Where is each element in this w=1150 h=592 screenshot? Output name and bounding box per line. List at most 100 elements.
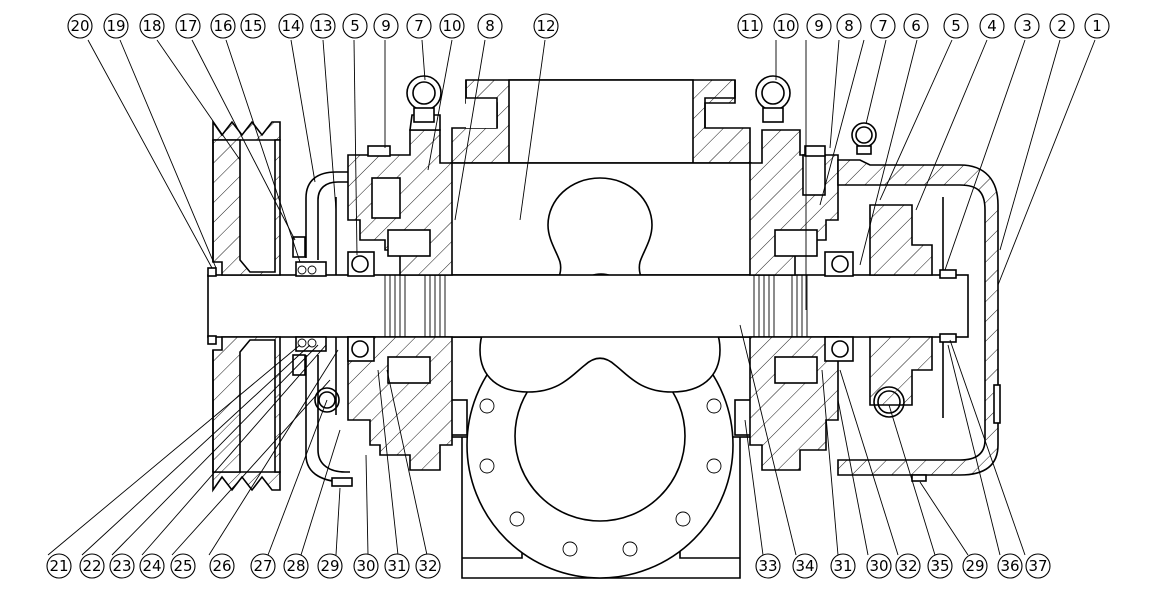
callout: 2 [1049, 13, 1075, 39]
callout-number: 6 [911, 17, 921, 35]
callout-number: 7 [878, 17, 888, 35]
callout: 17 [175, 13, 201, 39]
callout: 27 [250, 553, 276, 579]
callout-circle [836, 13, 862, 39]
callout: 12 [533, 13, 559, 39]
callout-number: 18 [142, 17, 161, 35]
callout: 31 [384, 553, 410, 579]
callout-number: 13 [313, 17, 332, 35]
callout-number: 2 [1057, 17, 1067, 35]
callout-number: 30 [356, 557, 375, 575]
callout: 16 [210, 13, 236, 39]
callout: 9 [373, 13, 399, 39]
callout: 7 [406, 13, 432, 39]
callout: 5 [342, 13, 368, 39]
callout: 28 [283, 553, 309, 579]
callout: 36 [997, 553, 1023, 579]
callout: 9 [806, 13, 832, 39]
callout-circle [866, 553, 892, 579]
gear-cover [837, 159, 1001, 482]
callout-circle [139, 553, 165, 579]
callout-circle [903, 13, 929, 39]
callout-circle [283, 553, 309, 579]
callout-number: 16 [213, 17, 232, 35]
callout-circle [170, 553, 196, 579]
callout-circle [943, 13, 969, 39]
callout: 21 [46, 553, 72, 579]
callout: 25 [170, 553, 196, 579]
callout-number: 17 [178, 17, 197, 35]
callout-number: 30 [869, 557, 888, 575]
callout-number: 5 [951, 17, 961, 35]
callouts-top: 20 19 18 17 16 15 14 13 5 9 7 10 8 12 11… [67, 13, 1110, 39]
callout-circle [79, 553, 105, 579]
callout: 14 [278, 13, 304, 39]
callout-number: 8 [485, 17, 495, 35]
callout-number: 36 [1000, 557, 1019, 575]
callout: 5 [943, 13, 969, 39]
callout: 15 [240, 13, 266, 39]
callout-circle [415, 553, 441, 579]
callout-circle [439, 13, 465, 39]
pulley [207, 119, 281, 493]
callout-number: 1 [1092, 17, 1102, 35]
callout: 4 [979, 13, 1005, 39]
callout-circle [240, 13, 266, 39]
callout-circle [46, 553, 72, 579]
callout: 32 [415, 553, 441, 579]
callout-number: 28 [286, 557, 305, 575]
callout-number: 32 [898, 557, 917, 575]
callout: 6 [903, 13, 929, 39]
callout: 29 [962, 553, 988, 579]
callout: 30 [866, 553, 892, 579]
callout-number: 35 [930, 557, 949, 575]
callout-number: 24 [142, 557, 161, 575]
callout: 8 [836, 13, 862, 39]
callout: 32 [895, 553, 921, 579]
callout-circle [310, 13, 336, 39]
shaft [207, 274, 969, 338]
callout-circle [384, 553, 410, 579]
callout-circle [139, 13, 165, 39]
leader-lines-top [87, 39, 1096, 310]
callout-circle [406, 13, 432, 39]
callout-circle [1049, 13, 1075, 39]
callout: 29 [317, 553, 343, 579]
callout-number: 7 [414, 17, 424, 35]
callout-circle [67, 13, 93, 39]
end-plate-right [749, 129, 854, 471]
callout-circle [373, 13, 399, 39]
callout-circle [109, 553, 135, 579]
top-outlet-flange [451, 79, 751, 164]
callout: 3 [1014, 13, 1040, 39]
callout-circle [1025, 553, 1051, 579]
callout: 20 [67, 13, 93, 39]
callout-circle [997, 553, 1023, 579]
callout: 10 [439, 13, 465, 39]
callout-circle [792, 553, 818, 579]
callout-number: 4 [987, 17, 997, 35]
callout-number: 29 [965, 557, 984, 575]
callout-circle [317, 553, 343, 579]
shaft-labyrinth-left [384, 275, 446, 337]
callout-circle [979, 13, 1005, 39]
callout-circle [1084, 13, 1110, 39]
callout-circle [353, 553, 379, 579]
callout-number: 5 [350, 17, 360, 35]
callout-number: 20 [70, 17, 89, 35]
leader-lines-bottom [47, 324, 1026, 556]
callouts-bottom: 21 22 23 24 25 26 27 28 29 30 31 32 33 3… [46, 553, 1051, 579]
end-plate-left [331, 114, 453, 487]
eye-bolt-small [851, 122, 877, 155]
callout-number: 25 [173, 557, 192, 575]
callout-circle [737, 13, 763, 39]
callout: 18 [139, 13, 165, 39]
callout-circle [209, 553, 235, 579]
eye-bolt-left [406, 75, 442, 123]
callout-number: 15 [243, 17, 262, 35]
callout: 34 [792, 553, 818, 579]
callout-number: 26 [212, 557, 231, 575]
callout: 10 [773, 13, 799, 39]
callout-number: 33 [758, 557, 777, 575]
callout-circle [210, 13, 236, 39]
